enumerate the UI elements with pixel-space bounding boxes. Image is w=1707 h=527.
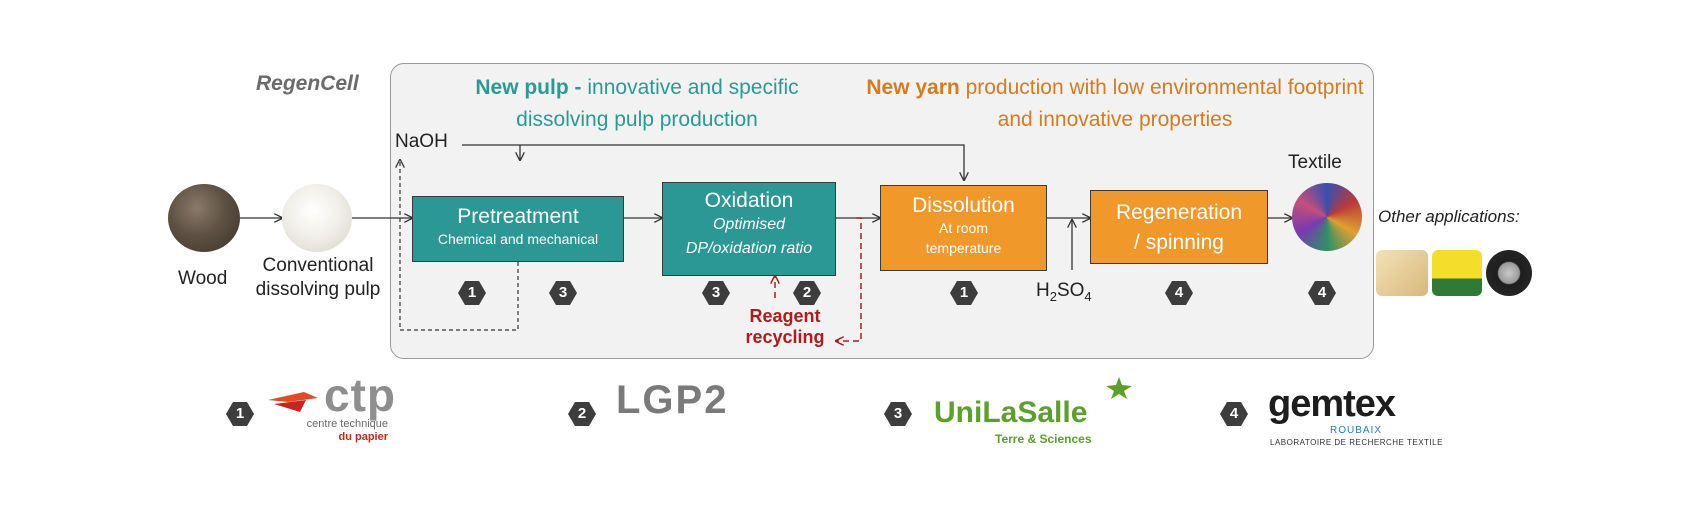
- wood-image: [168, 184, 240, 252]
- wood-label: Wood: [178, 268, 228, 289]
- pretreatment-recycle-loop: [400, 160, 519, 331]
- ctp-logo-sub: centre technique du papier: [296, 418, 388, 444]
- ctp-logo-mark: [268, 392, 318, 412]
- gemtex-logo-sub: LABORATOIRE DE RECHERCHE TEXTILE: [1270, 438, 1443, 447]
- dissolution-title: Dissolution: [912, 194, 1015, 217]
- dissolution-badge: 1: [950, 281, 978, 305]
- reagent-line2: recycling: [745, 327, 825, 347]
- pulp-label: Conventional dissolving pulp: [248, 254, 388, 302]
- partner-1-badge: 1: [226, 402, 254, 426]
- sponge-image: [1432, 250, 1482, 296]
- textile-label: Textile: [1288, 152, 1342, 173]
- h2so4-sub2: 4: [1084, 288, 1092, 304]
- pretreatment-box: Pretreatment Chemical and mechanical: [412, 196, 624, 262]
- other-applications-label: Other applications:: [1378, 207, 1520, 226]
- h2so4-h: H: [1036, 280, 1050, 301]
- reagent-line1: Reagent: [749, 306, 821, 326]
- ctp-sub-line1: centre technique: [306, 418, 388, 430]
- naoh-feed-line: [462, 144, 964, 180]
- ctp-sub-line2: du papier: [338, 431, 388, 443]
- new-pulp-bold: New pulp -: [475, 76, 582, 99]
- oxidation-subtitle-line2: DP/oxidation ratio: [685, 240, 813, 257]
- pulp-label-line1: Conventional: [262, 255, 374, 276]
- gemtex-logo-text: gemtex: [1268, 383, 1396, 425]
- reagent-recycling-arrows: [775, 217, 862, 341]
- partner-2-badge: 2: [568, 402, 596, 426]
- pulp-image: [282, 184, 352, 252]
- textile-image: [1292, 183, 1362, 251]
- new-yarn-bold: New yarn: [866, 76, 960, 99]
- pretreatment-title: Pretreatment: [457, 205, 579, 228]
- unilasalle-logo-sub: Terre & Sciences: [995, 432, 1092, 446]
- gemtex-logo-city: ROUBAIX: [1330, 425, 1383, 436]
- dissolution-subtitle-line2: temperature: [925, 240, 1002, 256]
- oxidation-title: Oxidation: [704, 189, 794, 212]
- dissolution-box: Dissolution At room temperature: [880, 185, 1047, 271]
- project-label: RegenCell: [256, 72, 359, 95]
- new-pulp-text: innovative and specific dissolving pulp …: [516, 76, 799, 131]
- ctp-logo-text: ctp: [324, 369, 396, 421]
- oxidation-subtitle-line1: Optimised: [712, 216, 786, 233]
- pretreatment-badge-2: 3: [549, 281, 577, 305]
- pretreatment-subtitle: Chemical and mechanical: [437, 231, 599, 247]
- new-pulp-heading: New pulp - innovative and specific disso…: [437, 72, 837, 136]
- oxidation-badge-1: 3: [702, 281, 730, 305]
- paper-tubes-image: [1376, 250, 1428, 296]
- regeneration-title-line1: Regeneration: [1115, 201, 1243, 224]
- oxidation-box: Oxidation Optimised DP/oxidation ratio: [662, 182, 836, 276]
- naoh-label: NaOH: [395, 131, 448, 152]
- tire-image: [1486, 250, 1532, 296]
- new-yarn-text: production with low environmental footpr…: [965, 76, 1364, 131]
- main-flow-arrows: [240, 144, 1292, 270]
- unilasalle-logo-text: UniLaSalle: [934, 396, 1088, 429]
- lgp2-logo: LGP2: [616, 378, 729, 422]
- dissolution-subtitle-line1: At room: [938, 220, 988, 236]
- reagent-recycling-label: Reagent recycling: [735, 306, 835, 348]
- h2so4-sub1: 2: [1049, 288, 1057, 304]
- h2so4-so: SO: [1056, 280, 1085, 301]
- oxidation-badge-2: 2: [793, 281, 821, 305]
- partner-3-badge: 3: [884, 402, 912, 426]
- h2so4-label: H2SO4: [1036, 280, 1092, 304]
- pulp-label-line2: dissolving pulp: [255, 279, 381, 300]
- unilasalle-star-icon: [1106, 377, 1132, 399]
- new-yarn-heading: New yarn production with low environment…: [865, 72, 1365, 136]
- regeneration-box: Regeneration / spinning: [1090, 190, 1268, 264]
- regeneration-title-line2: / spinning: [1134, 231, 1224, 254]
